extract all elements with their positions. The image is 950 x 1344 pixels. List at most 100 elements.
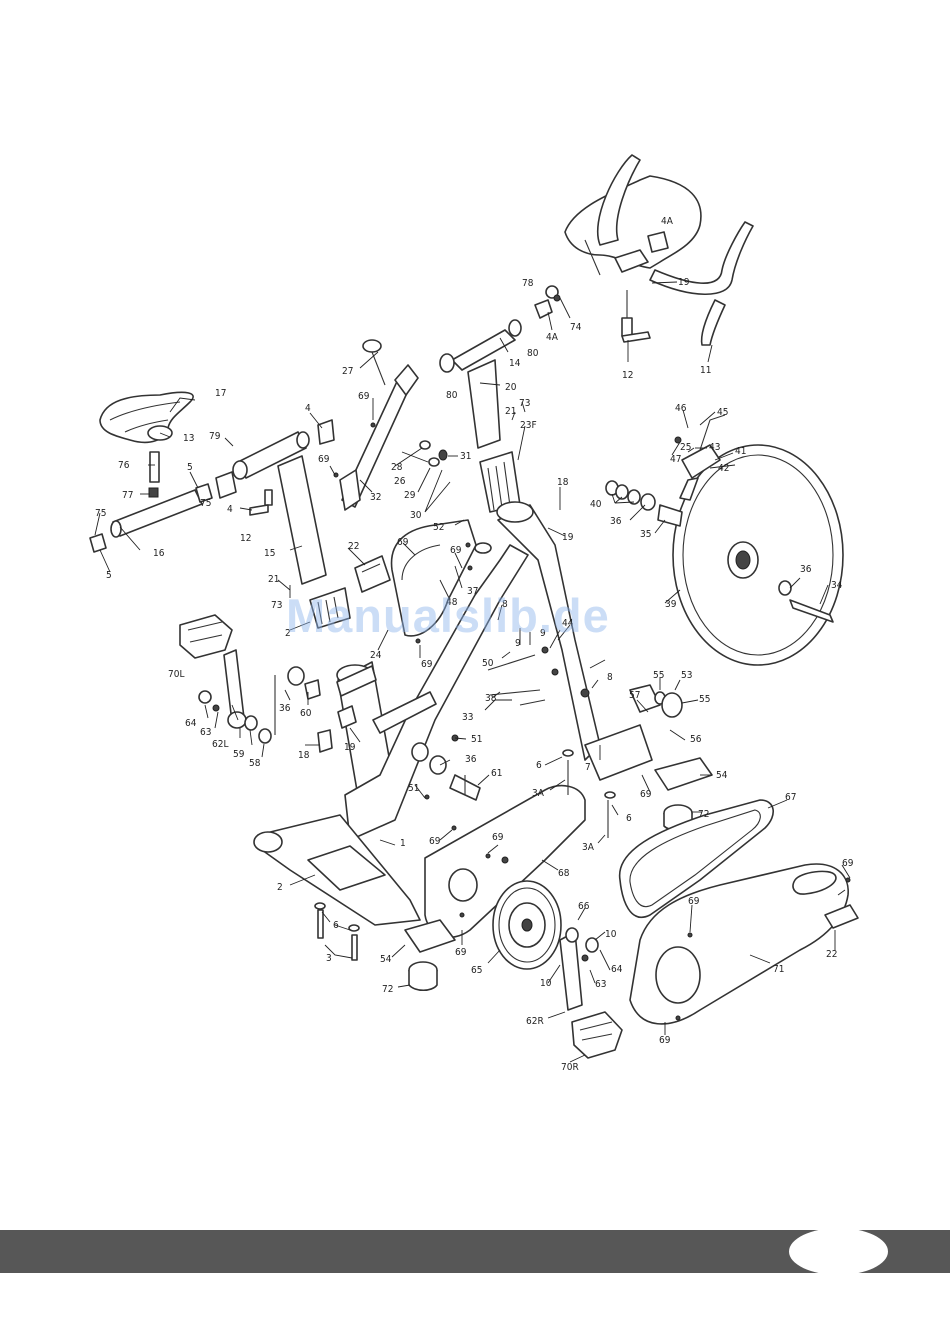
part-label: 5 bbox=[106, 570, 112, 581]
part-label: 34 bbox=[831, 580, 843, 591]
outer-chain-guard bbox=[629, 863, 859, 1025]
saddle bbox=[99, 391, 194, 444]
part-label: 69 bbox=[659, 1035, 671, 1046]
part-label: 32 bbox=[370, 492, 381, 503]
part-label: 36 bbox=[610, 516, 622, 527]
part-label: 80 bbox=[527, 348, 539, 359]
part-label: 51 bbox=[471, 734, 482, 745]
part-label: 64 bbox=[185, 718, 197, 729]
part-label: 21 bbox=[268, 574, 279, 585]
seat-post bbox=[215, 419, 335, 585]
part-label: 8 bbox=[607, 672, 613, 683]
part-label: 36 bbox=[465, 754, 477, 765]
part-label: 48 bbox=[446, 597, 458, 608]
part-label: 23F bbox=[520, 420, 537, 431]
part-label: 38 bbox=[485, 693, 497, 704]
part-label: 4 bbox=[227, 504, 233, 515]
leader-lines bbox=[94, 281, 851, 1063]
watermark: Manualslib.de bbox=[286, 589, 610, 642]
part-label: 69 bbox=[397, 537, 409, 548]
tension-knob-23 bbox=[309, 587, 351, 629]
seat-tube-sleeve bbox=[336, 665, 377, 697]
part-label: 67 bbox=[785, 792, 796, 803]
part-label: 9 bbox=[515, 638, 521, 649]
part-label: 70L bbox=[168, 669, 184, 680]
front-cover bbox=[354, 519, 477, 637]
part-label: 29 bbox=[404, 490, 416, 501]
part-label: 69 bbox=[492, 832, 504, 843]
part-label: 35 bbox=[640, 529, 651, 540]
part-label: 1 bbox=[400, 838, 406, 849]
part-label: 51 bbox=[408, 783, 419, 794]
flywheel bbox=[605, 444, 844, 666]
part-label: 10 bbox=[605, 929, 617, 940]
part-label: 4A bbox=[661, 216, 674, 227]
part-label: 58 bbox=[249, 758, 261, 769]
part-label: 70R bbox=[561, 1062, 579, 1073]
part-label: 62L bbox=[212, 739, 228, 750]
part-label: 69 bbox=[640, 789, 652, 800]
bottom-bracket-parts bbox=[287, 666, 481, 801]
part-label: 6 bbox=[333, 920, 339, 931]
part-label: 69 bbox=[842, 858, 854, 869]
part-label: 56 bbox=[690, 734, 702, 745]
part-label: 36 bbox=[800, 564, 812, 575]
page-number-badge bbox=[789, 1228, 888, 1275]
part-label: 73 bbox=[271, 600, 282, 611]
part-label: 79 bbox=[209, 431, 221, 442]
part-label: 69 bbox=[358, 391, 370, 402]
right-crank-pedal bbox=[559, 927, 623, 1059]
part-label: 69 bbox=[688, 896, 700, 907]
part-label: 78 bbox=[522, 278, 534, 289]
part-label: 41 bbox=[735, 446, 746, 457]
left-crank bbox=[198, 649, 276, 744]
part-label: 18 bbox=[557, 477, 569, 488]
part-label: 52 bbox=[433, 522, 444, 533]
part-label: 40 bbox=[590, 499, 602, 510]
part-label: 69 bbox=[455, 947, 467, 958]
part-label: 14 bbox=[509, 358, 521, 369]
part-label: 31 bbox=[460, 451, 471, 462]
part-label: 68 bbox=[558, 868, 570, 879]
part-label: 19 bbox=[678, 277, 690, 288]
part-label: 13 bbox=[183, 433, 194, 444]
part-label: 21 bbox=[505, 406, 516, 417]
part-label: 64 bbox=[611, 964, 623, 975]
part-label: 20 bbox=[505, 382, 517, 393]
part-label: 69 bbox=[318, 454, 330, 465]
part-label: 3 bbox=[326, 953, 332, 964]
part-label: 3A bbox=[532, 788, 545, 799]
part-label: 69 bbox=[429, 836, 441, 847]
part-label: 39 bbox=[665, 599, 677, 610]
part-label: 37 bbox=[467, 586, 478, 597]
part-label: 3A bbox=[582, 842, 595, 853]
left-pedal bbox=[179, 614, 233, 659]
part-label: 72 bbox=[698, 809, 709, 820]
part-label: 33 bbox=[462, 712, 473, 723]
part-label: 15 bbox=[264, 548, 275, 559]
part-label: 63 bbox=[200, 727, 211, 738]
part-label: 65 bbox=[471, 965, 482, 976]
part-label: 42 bbox=[718, 463, 729, 474]
slider-bracket bbox=[339, 339, 448, 511]
drive-pulley bbox=[492, 880, 562, 970]
part-labels: 4A 19 78 74 4A 12 11 14 80 27 20 80 17 6… bbox=[95, 216, 854, 1073]
seat-slider bbox=[89, 451, 213, 553]
part-label: 4A bbox=[546, 332, 559, 343]
part-label: 75 bbox=[200, 498, 211, 509]
part-label: 53 bbox=[681, 670, 692, 681]
part-label: 50 bbox=[482, 658, 494, 669]
front-foot-54 bbox=[629, 684, 713, 832]
part-label: 8 bbox=[502, 599, 508, 610]
part-label: 46 bbox=[675, 403, 687, 414]
part-label: 2 bbox=[285, 628, 291, 639]
part-label: 69 bbox=[421, 659, 433, 670]
part-label: 47 bbox=[670, 454, 681, 465]
part-label: 19 bbox=[562, 532, 574, 543]
part-label: 12 bbox=[622, 370, 633, 381]
part-label: 54 bbox=[716, 770, 728, 781]
part-label: 74 bbox=[570, 322, 582, 333]
part-label: 22 bbox=[348, 541, 359, 552]
part-label: 61 bbox=[491, 768, 502, 779]
part-label: 4 bbox=[305, 403, 311, 414]
